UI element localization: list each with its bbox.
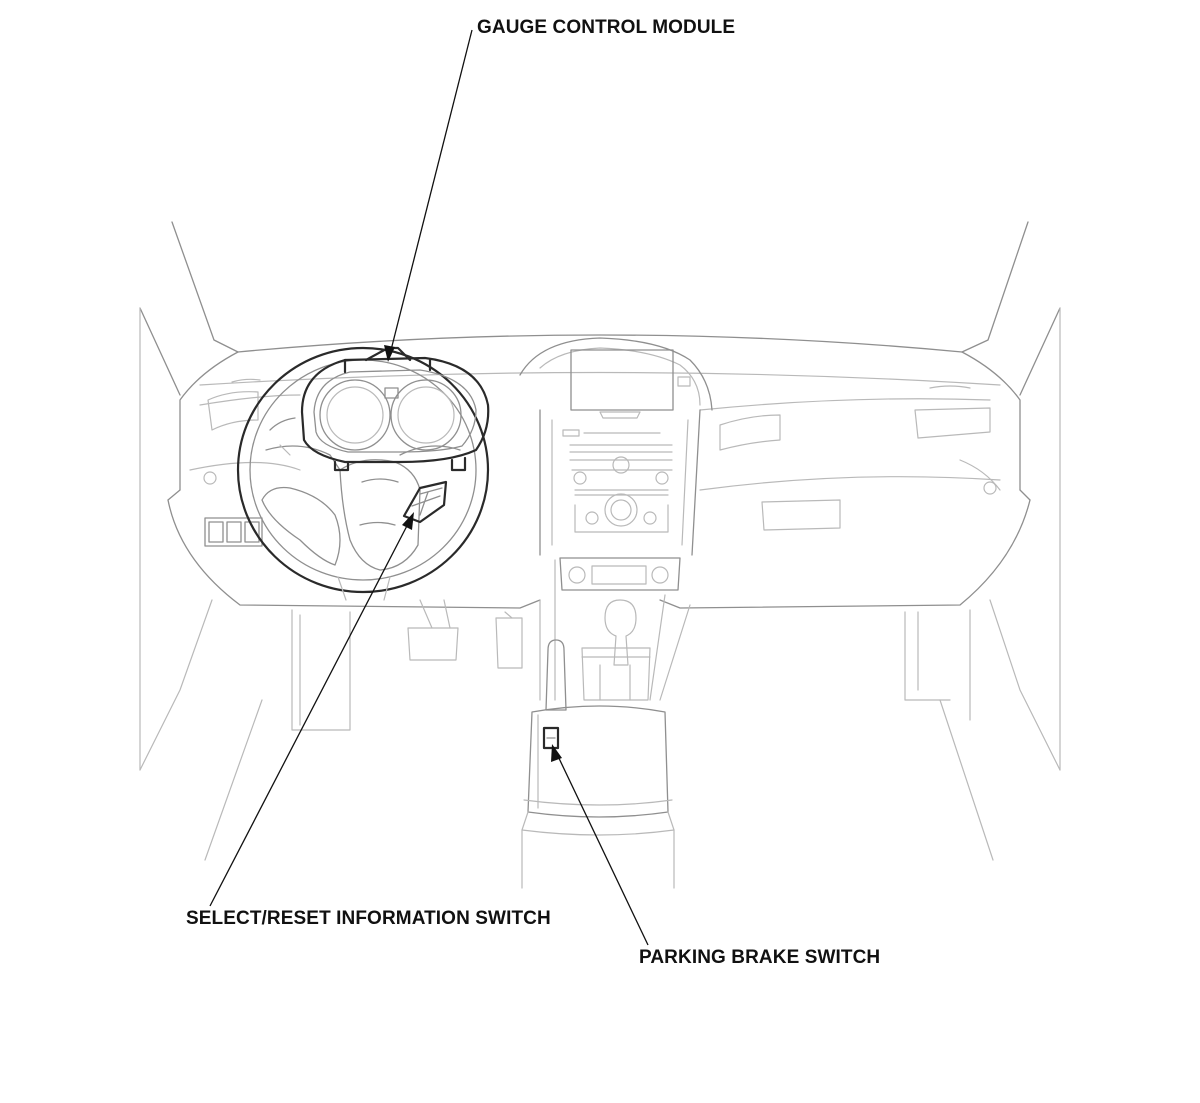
select-reset-switch-label: SELECT/RESET INFORMATION SWITCH <box>186 908 551 929</box>
select-reset-switch <box>402 480 448 524</box>
parking-brake-switch <box>542 726 560 750</box>
dashboard-panel <box>167 334 1031 609</box>
parking-brake-switch-label: PARKING BRAKE SWITCH <box>639 947 881 968</box>
leader-lines <box>209 29 649 946</box>
leader-parking-brake-switch <box>555 751 649 946</box>
center-stack <box>519 337 713 701</box>
pedals-lower-trim <box>291 599 971 731</box>
arrowhead-select-reset-switch <box>402 512 414 530</box>
gauge-control-module-label: GAUGE CONTROL MODULE <box>477 17 736 38</box>
body-outline <box>139 221 1061 861</box>
leader-select-reset-switch <box>209 519 411 907</box>
parking-brake-console <box>521 639 675 889</box>
arrowhead-parking-brake-switch <box>551 744 562 762</box>
arrowhead-gauge-control-module <box>384 345 395 362</box>
steering-wheel <box>236 346 490 601</box>
gauge-control-module <box>300 346 490 472</box>
leader-gauge-control-module <box>389 29 473 355</box>
